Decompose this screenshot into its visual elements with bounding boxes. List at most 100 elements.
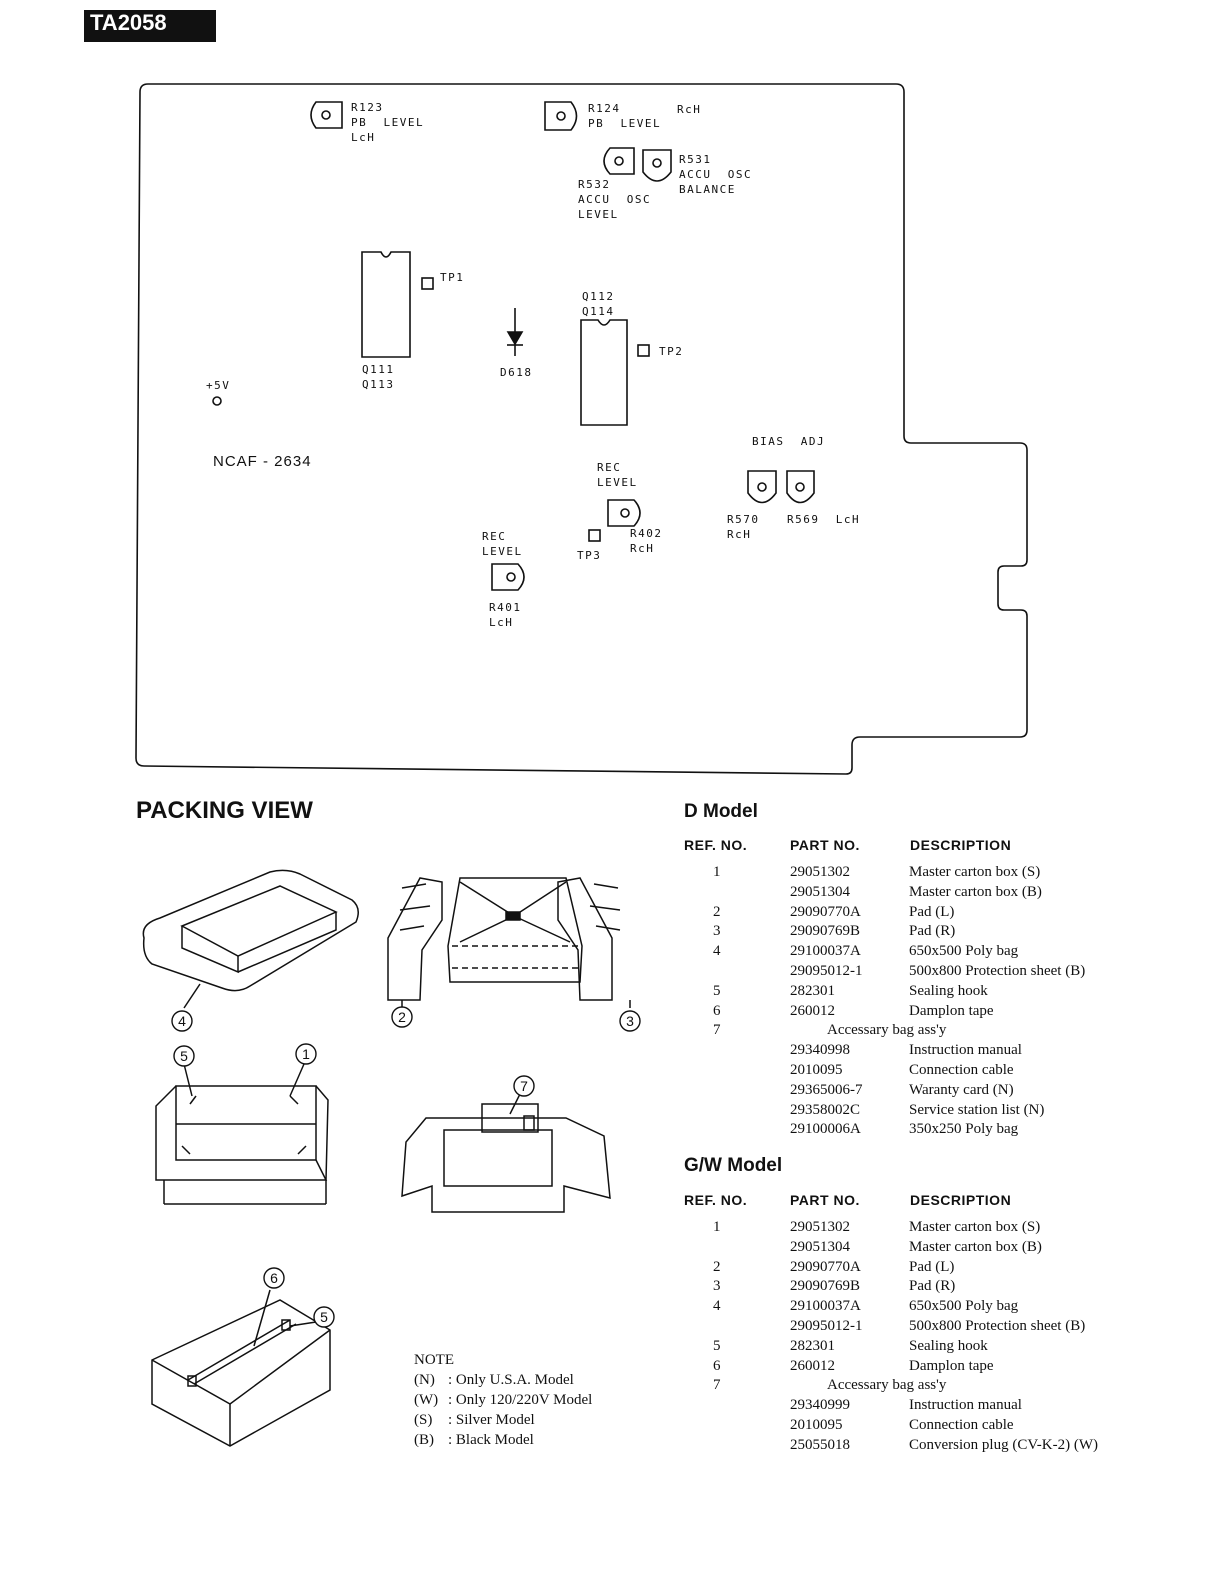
callout-5b: 5 — [313, 1306, 335, 1328]
tp2-label: TP2 — [659, 345, 684, 358]
ref-no-cell: 3 — [713, 923, 721, 940]
svg-text:5: 5 — [320, 1309, 328, 1325]
part-no-cell: 29100037A — [790, 1298, 861, 1315]
description-cell: Master carton box (B) — [909, 1238, 1042, 1255]
gw-model-desc-header: DESCRIPTION — [910, 1192, 1012, 1208]
q112-label: Q112 Q114 — [582, 290, 615, 318]
d-model-desc-header: DESCRIPTION — [910, 837, 1012, 853]
svg-text:3: 3 — [626, 1013, 634, 1029]
part-no-cell: 2010095 — [790, 1061, 843, 1078]
description-cell: 350x250 Poly bag — [909, 1121, 1019, 1138]
parts-row: 29340998 Instruction manual — [685, 1042, 1205, 1062]
ref-no-cell: 7 — [713, 1022, 721, 1039]
callout-5a: 5 — [173, 1045, 195, 1067]
pcb-layout-diagram — [135, 83, 1028, 775]
note-item-n: (N): Only U.S.A. Model — [414, 1372, 574, 1388]
tp1-label: TP1 — [440, 271, 465, 284]
gw-model-ref-header: REF. NO. — [684, 1192, 748, 1208]
r402-label: R402 RcH — [630, 527, 663, 555]
svg-text:7: 7 — [520, 1078, 528, 1094]
parts-row: 3 29090769B Pad (R) — [685, 923, 1205, 943]
part-no-cell: 29051302 — [790, 1219, 850, 1235]
description-cell: Pad (L) — [909, 903, 955, 920]
description-cell: Master carton box (B) — [909, 883, 1042, 900]
parts-row: 1 29051302 Master carton box (S) — [685, 1219, 1205, 1239]
poly-bag-drawing — [142, 869, 359, 1009]
part-no-cell: 2010095 — [790, 1416, 843, 1433]
r123-label: R123 PB LEVEL LcH — [351, 101, 425, 144]
description-cell: 650x500 Poly bag — [909, 943, 1019, 960]
svg-text:6: 6 — [270, 1270, 278, 1286]
ic-q112 — [580, 319, 628, 426]
diode-d618 — [506, 308, 524, 356]
board-id-label: NCAF - 2634 — [213, 453, 312, 470]
r124-label: R124 PB LEVEL — [588, 102, 662, 130]
trimmer-r402 — [607, 499, 641, 527]
svg-text:1: 1 — [302, 1046, 310, 1062]
pcb-board-outline — [135, 83, 1028, 775]
note-title: NOTE — [414, 1352, 454, 1368]
part-no-cell: 29340998 — [790, 1042, 850, 1059]
ref-no-cell: 4 — [713, 943, 721, 960]
trimmer-r570 — [747, 470, 777, 504]
description-cell: Damplon tape — [909, 1357, 994, 1374]
description-cell: Master carton box (S) — [909, 864, 1041, 880]
part-no-cell: 29051302 — [790, 864, 850, 880]
packing-note: NOTE (N): Only U.S.A. Model (W): Only 12… — [414, 1350, 654, 1450]
part-no-cell: 29051304 — [790, 883, 850, 900]
description-cell: Instruction manual — [909, 1042, 1022, 1059]
part-no-cell: 282301 — [790, 1337, 835, 1354]
r569-label: R569 LcH — [787, 513, 861, 526]
ref-no-cell: 6 — [713, 1002, 721, 1019]
part-no-cell: 29090769B — [790, 1278, 861, 1295]
bias-adj-label: BIAS ADJ — [752, 435, 826, 448]
tp2-pad — [637, 344, 650, 357]
r531-label: R531 ACCU OSC BALANCE — [679, 153, 753, 196]
model-code-badge: TA2058 — [84, 10, 216, 42]
description-cell: Connection cable — [909, 1416, 1014, 1433]
part-no-cell: 29095012-1 — [790, 962, 863, 979]
description-cell: 500x800 Protection sheet (B) — [909, 1317, 1086, 1334]
description-cell: Instruction manual — [909, 1397, 1022, 1414]
parts-row: 2010095 Connection cable — [685, 1417, 1205, 1437]
part-no-cell: 29090770A — [790, 1258, 861, 1275]
description-cell: Pad (R) — [909, 923, 956, 940]
trimmer-r569 — [786, 470, 815, 504]
parts-row: 6 260012 Damplon tape — [685, 1003, 1205, 1023]
description-cell: Master carton box (S) — [909, 1219, 1041, 1235]
description-cell: Conversion plug (CV-K-2) (W) — [909, 1436, 1099, 1453]
description-cell: Service station list (N) — [909, 1101, 1045, 1118]
ref-no-cell: 1 — [713, 1219, 721, 1235]
r124-channel-label: RcH — [677, 103, 702, 116]
pads-drawing — [387, 877, 631, 1008]
d-model-ref-header: REF. NO. — [684, 837, 748, 853]
part-no-cell: 260012 — [790, 1002, 835, 1019]
description-cell: Sealing hook — [909, 1337, 988, 1354]
callout-7: 7 — [513, 1075, 535, 1097]
description-cell: Damplon tape — [909, 1002, 994, 1019]
d-model-part-header: PART NO. — [790, 837, 860, 853]
parts-row: 29095012-1 500x800 Protection sheet (B) — [685, 963, 1205, 983]
carton-open-drawing — [155, 1063, 329, 1205]
part-no-cell: 29090769B — [790, 923, 861, 940]
trimmer-r124 — [544, 101, 578, 131]
ref-no-cell: 6 — [713, 1357, 721, 1374]
gw-model-title: G/W Model — [684, 1155, 783, 1176]
d618-label: D618 — [500, 366, 533, 379]
sealed-carton-drawing — [151, 1289, 331, 1447]
tp3-pad — [588, 529, 601, 542]
ref-no-cell: 7 — [713, 1377, 721, 1394]
description-cell: 500x800 Protection sheet (B) — [909, 962, 1086, 979]
